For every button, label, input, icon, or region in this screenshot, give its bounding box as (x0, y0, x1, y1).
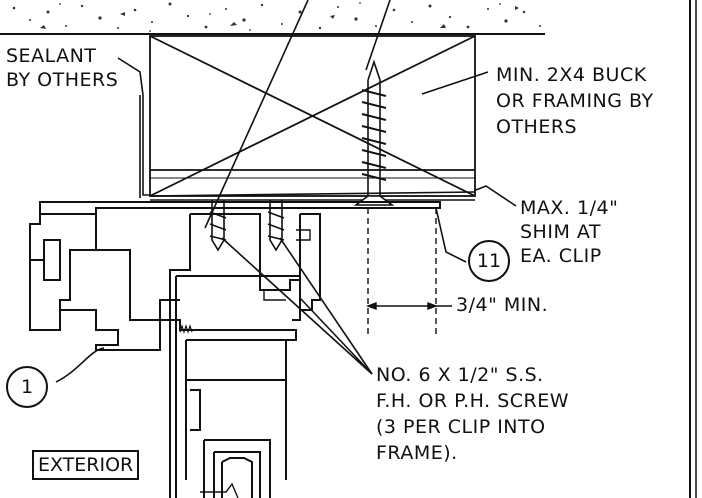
sealant-bead (139, 95, 150, 198)
buck-label: MIN. 2X4 BUCK OR FRAMING BY OTHERS (496, 64, 654, 138)
break-line (200, 482, 239, 498)
shim-label: MAX. 1/4" SHIM AT EA. CLIP (520, 197, 619, 267)
shim (149, 191, 476, 201)
exterior-label: EXTERIOR (32, 450, 140, 480)
wood-screw-icon (353, 59, 395, 206)
detail-callout-1: 1 (6, 366, 48, 408)
detail-callout-11: 11 (468, 240, 510, 282)
top-leaders (204, 0, 391, 229)
label-leaders (55, 57, 517, 383)
concrete-substrate (0, 0, 545, 35)
sealant-label: SEALANT BY OTHERS (6, 45, 119, 91)
min-dimension-label: 3/4" MIN. (456, 294, 549, 316)
wood-buck (149, 35, 476, 197)
dimension-three-quarter (366, 208, 452, 335)
screw-note: NO. 6 X 1/2" S.S. F.H. OR P.H. SCREW (3 … (376, 364, 570, 464)
